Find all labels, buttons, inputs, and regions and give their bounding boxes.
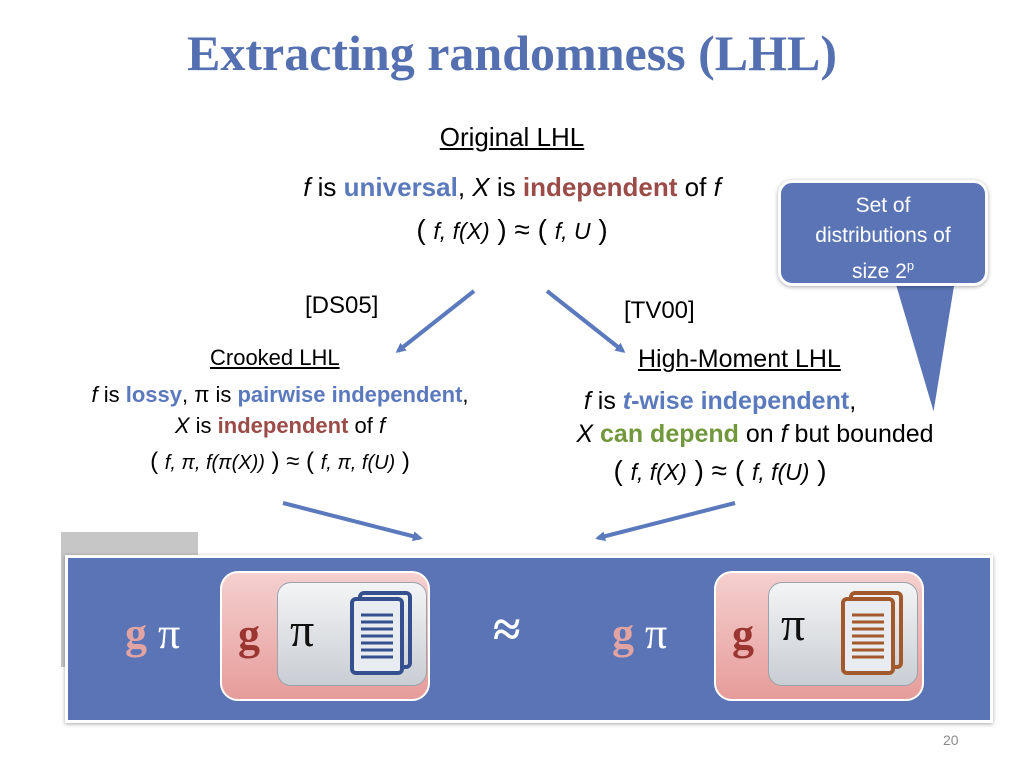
var-x: X: [472, 172, 490, 202]
high-moment-lhl-line2: X can depend on f but bounded: [520, 420, 990, 449]
formula-approx: ) ≈ (: [489, 214, 555, 245]
term-universal: universal: [343, 172, 458, 202]
high-moment-lhl-heading: High-Moment LHL: [638, 345, 841, 373]
crooked-lhl-line2: X is independent of f: [30, 413, 530, 439]
paren-close: ): [590, 214, 608, 245]
callout-exponent: p: [906, 258, 915, 273]
text-of: of: [677, 172, 714, 202]
right-g-pi: g π: [612, 608, 667, 659]
crooked-lhl-heading: Crooked LHL: [210, 345, 340, 370]
citation-tv00: [TV00]: [624, 297, 695, 324]
term-pairwise-independent: pairwise independent: [237, 382, 463, 407]
var-f: f: [91, 382, 98, 407]
right-g: g: [612, 609, 634, 658]
approx-symbol: ≈: [493, 601, 521, 657]
paren-close: ): [395, 448, 410, 475]
left-gray-box: π: [277, 582, 427, 686]
original-lhl-formula: ( f, f(X) ) ≈ ( f, U ): [0, 214, 1024, 246]
callout-line1: Set of: [855, 194, 911, 217]
high-moment-lhl-line1: f is t-wise independent,: [560, 387, 880, 416]
text-comma: ,: [849, 387, 857, 415]
callout-box: Set of distributions of size 2p: [778, 180, 988, 286]
original-lhl-statement: f is universal, X is independent of f: [0, 172, 1024, 203]
term-independent: independent: [522, 172, 678, 202]
formula-rhs: f, π, f(U): [320, 452, 396, 474]
left-pi: π: [158, 609, 181, 658]
arrow-high-moment-to-band: [595, 501, 736, 542]
paren-open: (: [416, 214, 434, 245]
arrow-to-high-moment: [545, 289, 626, 353]
text-comma: ,: [462, 382, 469, 407]
arrow-crooked-to-band: [282, 501, 423, 542]
right-pink-box: g π: [714, 571, 924, 701]
text-on: on: [738, 420, 781, 448]
right-gray-box: π: [768, 582, 918, 686]
var-f: f: [303, 172, 311, 202]
slide-title: Extracting randomness (LHL): [187, 25, 837, 81]
formula-approx: ) ≈ (: [686, 455, 752, 486]
term-independent: independent: [217, 413, 349, 438]
left-box-pi: π: [290, 604, 315, 657]
text-is: is: [310, 172, 344, 202]
var-f: f: [583, 387, 591, 415]
formula-lhs: f, π, f(π(X)): [164, 452, 265, 474]
document-icon: [841, 591, 903, 675]
document-icon: [350, 591, 412, 675]
var-t: t: [622, 387, 632, 415]
formula-lhs: f, f(X): [630, 459, 687, 485]
text-pi-is: , π is: [181, 382, 238, 407]
callout-size-text: size 2: [851, 260, 907, 283]
callout-line3: size 2p: [781, 251, 985, 287]
text-but-bounded: but bounded: [787, 420, 934, 448]
formula-rhs: f, f(U): [751, 459, 810, 485]
right-pi: π: [645, 609, 668, 658]
term-t-wise-independent: -wise independent: [631, 387, 850, 415]
text-is: is: [97, 382, 126, 407]
left-box-g: g: [238, 610, 260, 659]
var-f: f: [713, 172, 721, 202]
crooked-lhl-line1: f is lossy, π is pairwise independent,: [30, 382, 530, 408]
crooked-lhl-formula: ( f, π, f(π(X)) ) ≈ ( f, π, f(U) ): [30, 448, 530, 476]
text-is: is: [189, 413, 218, 438]
right-box-g: g: [732, 610, 754, 659]
equivalence-band: g π g π ≈ g π g π: [65, 555, 993, 723]
term-lossy: lossy: [125, 382, 182, 407]
text-comma: ,: [457, 172, 473, 202]
var-x: X: [174, 413, 190, 438]
var-f: f: [780, 420, 788, 448]
text-is: is: [590, 387, 623, 415]
callout-line2: distributions of: [815, 224, 951, 247]
text-is: is: [489, 172, 523, 202]
right-box-pi: π: [781, 598, 806, 651]
original-lhl-heading: Original LHL: [0, 122, 1024, 153]
formula-lhs: f, f(X): [433, 218, 490, 244]
arrow-to-crooked: [395, 289, 476, 353]
formula-rhs: f, U: [554, 218, 591, 244]
var-x: X: [576, 420, 594, 448]
formula-approx: ) ≈ (: [264, 448, 321, 475]
term-can-depend: can depend: [593, 420, 739, 448]
paren-close: ): [809, 455, 827, 486]
left-g-pi: g π: [125, 608, 180, 659]
text-of: of: [348, 413, 380, 438]
left-pink-box: g π: [220, 571, 430, 701]
paren-open: (: [150, 448, 165, 475]
left-g: g: [125, 609, 147, 658]
citation-ds05: [DS05]: [305, 292, 379, 319]
page-number: 20: [943, 732, 959, 748]
original-lhl-heading-text: Original LHL: [439, 122, 585, 152]
high-moment-lhl-formula: ( f, f(X) ) ≈ ( f, f(U) ): [560, 455, 880, 487]
var-f: f: [379, 413, 386, 438]
paren-open: (: [613, 455, 631, 486]
